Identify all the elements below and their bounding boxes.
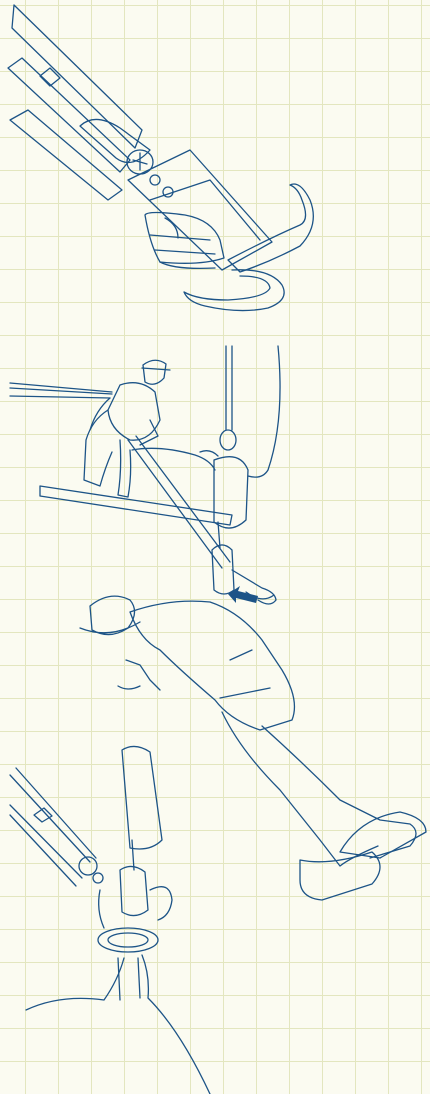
energy-absorber <box>122 746 162 870</box>
direction-arrow <box>228 586 258 603</box>
bottom-detail-panel <box>10 746 210 1094</box>
rope-and-absorber <box>200 346 280 548</box>
rescue-scene-panel <box>10 346 426 900</box>
rescuer-helmet <box>143 360 166 384</box>
boot-lower <box>300 852 380 900</box>
top-detail-panel <box>8 5 313 311</box>
pole-head <box>127 150 272 270</box>
lanyard-lines <box>10 383 112 398</box>
rescue-pole <box>8 5 150 200</box>
harness-torso <box>26 955 210 1094</box>
beam <box>40 486 232 525</box>
hook-on-ring <box>98 866 172 952</box>
hook <box>184 184 313 311</box>
casualty-helmet <box>90 596 135 634</box>
casualty-figure <box>80 596 426 900</box>
boot-upper <box>340 812 426 858</box>
rescuer-figure <box>84 360 170 497</box>
rescue-pole-lower <box>10 768 103 886</box>
